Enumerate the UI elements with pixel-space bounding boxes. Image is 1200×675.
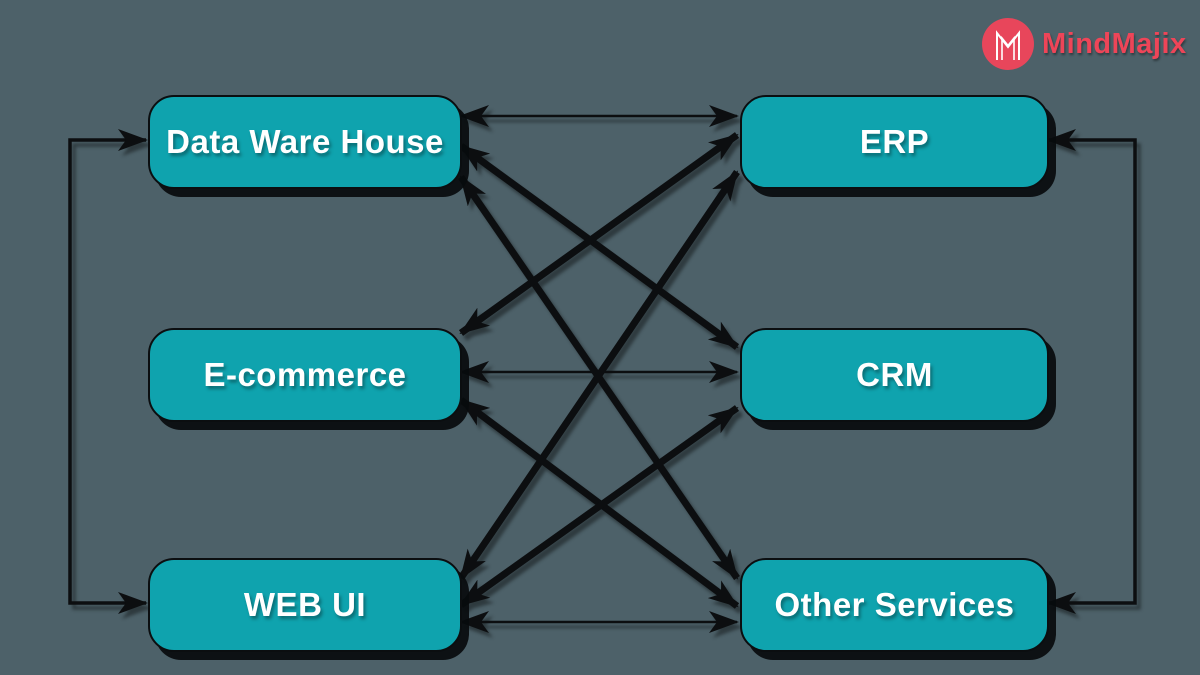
connection-dwh-crm (458, 143, 740, 350)
node-erp: ERP (740, 95, 1049, 189)
mindmajix-logo: MindMajix (980, 16, 1187, 72)
node-data-ware-house: Data Ware House (148, 95, 462, 189)
node-label: Data Ware House (166, 123, 444, 160)
left-loop-connector (68, 129, 148, 614)
node-label: E-commerce (203, 356, 407, 393)
node-label: ERP (859, 123, 930, 160)
node-crm: CRM (740, 328, 1049, 422)
node-label: Other Services (774, 586, 1015, 623)
node-other-services: Other Services (740, 558, 1049, 652)
node-web-ui: WEB UI (148, 558, 462, 652)
node-ecommerce: E-commerce (148, 328, 462, 422)
node-label: CRM (856, 356, 933, 393)
node-label: WEB UI (243, 586, 367, 623)
logo-text: MindMajix (1042, 27, 1187, 60)
mindmajix-logo-icon (982, 18, 1034, 70)
right-loop-connector (1046, 129, 1137, 614)
connection-crm-webui (458, 405, 740, 608)
